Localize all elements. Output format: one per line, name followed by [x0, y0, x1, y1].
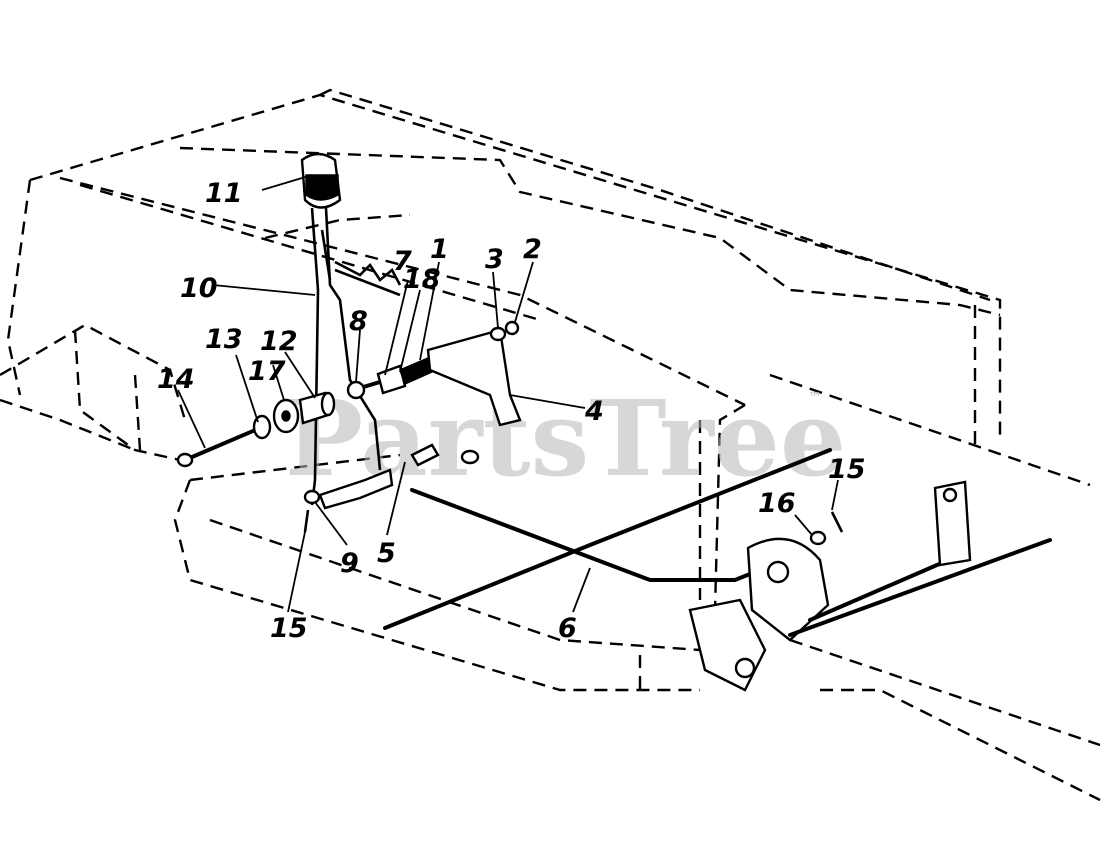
- clip: [410, 443, 480, 467]
- callout-11: 11: [205, 178, 243, 209]
- callout-18: 18: [403, 264, 441, 295]
- callout-6: 6: [558, 613, 577, 644]
- callout-15-left: 15: [270, 613, 308, 644]
- callout-2: 2: [523, 234, 542, 265]
- lever-bracket: [318, 468, 394, 510]
- callout-7: 7: [393, 246, 412, 277]
- callout-15-right: 15: [828, 454, 866, 485]
- nut-and-bolt: [489, 320, 520, 342]
- shift-quadrant: [334, 260, 402, 297]
- callout-17: 17: [248, 356, 286, 387]
- callout-3: 3: [485, 244, 504, 275]
- callout-9: 9: [340, 548, 359, 579]
- shift-knob: [300, 152, 342, 209]
- spring-rod-assembly: [346, 356, 433, 400]
- trademark-symbol: ™: [808, 390, 822, 406]
- support-bracket: [426, 328, 522, 427]
- pivot-bolt-assembly: [176, 391, 336, 468]
- leader-lines: [177, 174, 839, 613]
- callout-14: 14: [157, 364, 195, 395]
- callout-10: 10: [180, 273, 218, 304]
- tractor-body-outline: [0, 88, 1101, 802]
- callout-8: 8: [349, 306, 368, 337]
- callout-12: 12: [260, 326, 298, 357]
- callout-13: 13: [205, 324, 243, 355]
- callout-4: 4: [584, 396, 604, 427]
- lower-hardware: [303, 489, 844, 546]
- callout-5: 5: [377, 538, 396, 569]
- shift-rod: [383, 448, 832, 630]
- callout-16: 16: [758, 488, 796, 519]
- callouts: 11 10 7 18 1 3 2 8 13 12 17 14 4 5 9 15 …: [157, 178, 866, 644]
- callout-1: 1: [430, 234, 449, 265]
- transmission-bracket: [688, 480, 1052, 692]
